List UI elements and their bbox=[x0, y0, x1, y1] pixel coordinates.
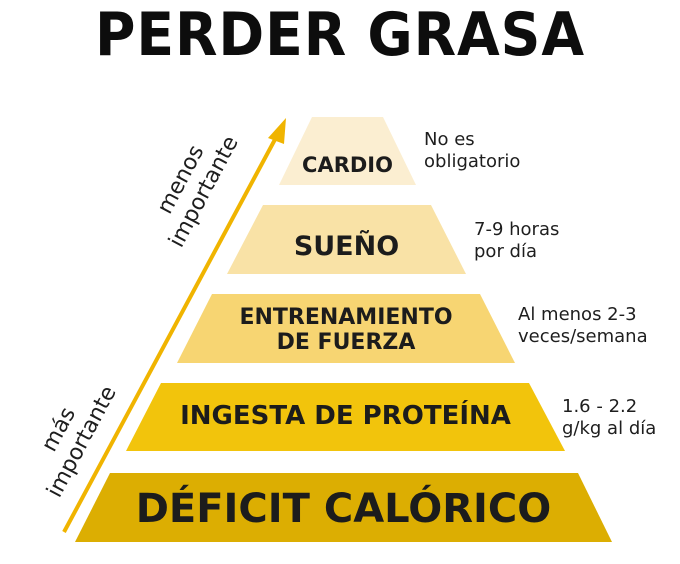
tier-label-entrenamiento: ENTRENAMIENTO DE FUERZA bbox=[239, 305, 453, 356]
tier-cardio bbox=[279, 117, 416, 185]
tier-label-deficit: DÉFICIT CALÓRICO bbox=[135, 486, 552, 532]
tier-sueno bbox=[227, 205, 466, 274]
note-proteina: 1.6 - 2.2 g/kg al día bbox=[562, 396, 657, 439]
tier-label-proteina: INGESTA DE PROTEÍNA bbox=[180, 401, 511, 431]
tier-label-cardio: CARDIO bbox=[302, 153, 393, 177]
note-cardio: No es obligatorio bbox=[424, 129, 521, 172]
page-title: PERDER GRASA bbox=[95, 0, 585, 70]
tier-label-sueno: SUEÑO bbox=[293, 231, 400, 262]
tier-deficit bbox=[75, 473, 612, 542]
importance-arrow-shaft bbox=[62, 131, 281, 533]
tier-proteina bbox=[126, 383, 565, 451]
tier-entrenamiento bbox=[177, 294, 515, 363]
note-entrenamiento: Al menos 2-3 veces/semana bbox=[518, 304, 648, 347]
importance-arrow-head bbox=[268, 118, 286, 144]
note-sueno: 7-9 horas por día bbox=[474, 219, 560, 262]
